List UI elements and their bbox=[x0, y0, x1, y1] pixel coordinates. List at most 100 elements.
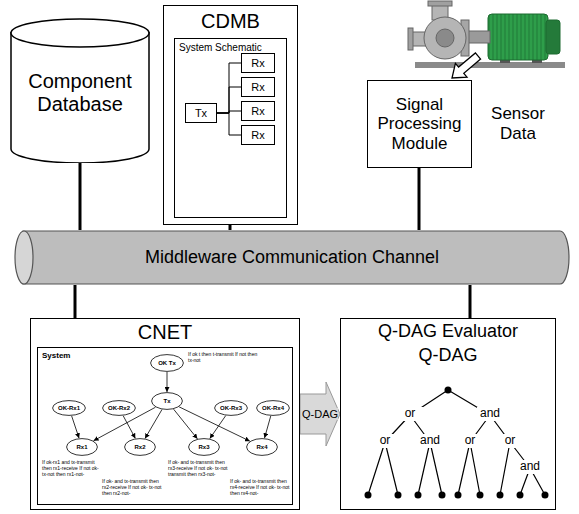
tree-branches bbox=[368, 390, 545, 495]
tree-dots bbox=[365, 387, 549, 499]
gate-label: or bbox=[372, 434, 398, 448]
network-arrow bbox=[145, 410, 162, 439]
transmitter-box: Tx bbox=[185, 103, 217, 123]
node-label: OK-Rx1 bbox=[52, 400, 86, 416]
rule-note: If ok-rx1 and tx-transmit then rx1-recei… bbox=[42, 460, 102, 477]
network-arrow bbox=[210, 416, 226, 439]
tree-leaf bbox=[365, 492, 372, 499]
cylinder-top bbox=[11, 19, 149, 47]
node-label: Rx bbox=[242, 78, 274, 96]
gate-label: and bbox=[477, 407, 503, 421]
arrow-label: Q-DAG bbox=[302, 408, 338, 421]
tree-leaf bbox=[395, 492, 402, 499]
node-ellipse bbox=[103, 401, 136, 416]
tree-leaf bbox=[439, 492, 446, 499]
schematic-wire bbox=[217, 113, 241, 135]
node-ellipse bbox=[67, 439, 98, 456]
gate-label: or bbox=[497, 434, 523, 448]
signal-label: Sensor Data bbox=[478, 104, 558, 143]
gate-label: and bbox=[417, 434, 443, 448]
network-node: OK-Rx4 bbox=[256, 400, 290, 416]
node-label: Q-DAG Evaluator bbox=[341, 321, 555, 342]
motor-end-cap bbox=[546, 20, 560, 54]
network-node: Tx bbox=[151, 392, 183, 410]
node-label: Rx3 bbox=[188, 438, 220, 456]
schematic-wire bbox=[217, 87, 241, 113]
channel-band: Middleware Communication Channel bbox=[14, 230, 570, 285]
node-label: Middleware Communication Channel bbox=[14, 230, 570, 285]
pump-eye bbox=[436, 29, 454, 47]
network-node: OK Tx bbox=[150, 354, 184, 372]
pump-housing bbox=[424, 17, 466, 59]
network-arrow bbox=[123, 416, 135, 439]
gate-label: or bbox=[457, 434, 483, 448]
node-label: Rx4 bbox=[246, 438, 278, 456]
network-arrow bbox=[72, 416, 79, 438]
receiver-box: Rx bbox=[241, 101, 275, 121]
node-subtitle: Q-DAG bbox=[341, 345, 555, 366]
node-label: Tx bbox=[151, 392, 183, 410]
node-label: System Schematic bbox=[179, 42, 283, 54]
node-label: Rx bbox=[242, 54, 274, 72]
node-ellipse bbox=[189, 439, 220, 456]
gate-label: or bbox=[397, 407, 423, 421]
node-label: Tx bbox=[186, 104, 216, 122]
node-label: CDMB bbox=[164, 10, 297, 33]
q-dag-tree bbox=[365, 387, 549, 499]
schematic-wire bbox=[217, 63, 241, 113]
network-node: Rx2 bbox=[124, 438, 156, 456]
gate-label: and bbox=[517, 460, 543, 474]
bus-connector bbox=[469, 285, 472, 318]
node-ellipse bbox=[151, 355, 184, 372]
network-node: Rx3 bbox=[188, 438, 220, 456]
module-box: CNETSystemOK TxTxOK-Rx1OK-Rx2OK-Rx3OK-Rx… bbox=[30, 318, 300, 510]
outlet-flange bbox=[428, 1, 452, 6]
node-label: Component Database bbox=[15, 70, 145, 116]
bus-connector bbox=[74, 285, 77, 318]
node-label: Signal Processing Module bbox=[368, 81, 471, 167]
network-node: Rx4 bbox=[246, 438, 278, 456]
cylinder-body bbox=[11, 32, 149, 163]
network-node: OK-Rx3 bbox=[214, 400, 248, 416]
module-box: Signal Processing Module bbox=[367, 80, 472, 168]
tree-leaf bbox=[477, 492, 484, 499]
network-arrow bbox=[265, 416, 271, 438]
bus-connector bbox=[79, 163, 82, 230]
node-label: Rx1 bbox=[66, 438, 98, 456]
pump-motor-illustration bbox=[408, 1, 565, 68]
node-label: OK-Rx3 bbox=[214, 400, 248, 416]
node-label: CNET bbox=[31, 321, 299, 344]
node-ellipse bbox=[247, 439, 278, 456]
coupling bbox=[468, 31, 490, 43]
network-arrow bbox=[167, 372, 168, 392]
tree-leaf bbox=[415, 492, 422, 499]
inlet-flange bbox=[408, 28, 413, 50]
rule-note: If ok- and tx-transmit then rx2-receive … bbox=[102, 479, 164, 496]
rule-note: If ok- and tx-transmit then rx4-receive … bbox=[230, 479, 290, 496]
module-box: CDMBSystem SchematicTxRxRxRxRx bbox=[163, 5, 298, 225]
module-box: Q-DAG EvaluatorQ-DAG bbox=[340, 318, 556, 510]
tree-root-dot bbox=[445, 387, 452, 394]
network-panel: SystemOK TxTxOK-Rx1OK-Rx2OK-Rx3OK-Rx4Rx1… bbox=[37, 347, 293, 505]
tree-leaf bbox=[542, 492, 549, 499]
node-ellipse bbox=[53, 401, 86, 416]
node-ellipse bbox=[215, 401, 248, 416]
node-ellipse bbox=[125, 439, 156, 456]
schematic-panel: System SchematicTxRxRxRxRx bbox=[174, 38, 287, 218]
block-arrow bbox=[300, 382, 340, 446]
node-label: Rx2 bbox=[124, 438, 156, 456]
tree-leaf bbox=[497, 492, 504, 499]
receiver-box: Rx bbox=[241, 77, 275, 97]
network-node: OK-Rx1 bbox=[52, 400, 86, 416]
tree-leaf bbox=[455, 492, 462, 499]
receiver-box: Rx bbox=[241, 53, 275, 73]
rule-note: If ok- and tx-transmit then rx3-receive … bbox=[168, 460, 228, 477]
tree-leaf bbox=[517, 492, 524, 499]
node-ellipse bbox=[152, 393, 183, 410]
network-node: OK-Rx2 bbox=[102, 400, 136, 416]
node-label: OK-Rx4 bbox=[256, 400, 290, 416]
node-label: OK-Rx2 bbox=[102, 400, 136, 416]
motor-body bbox=[488, 14, 548, 60]
band-end bbox=[15, 231, 33, 284]
node-label: OK Tx bbox=[150, 354, 184, 372]
